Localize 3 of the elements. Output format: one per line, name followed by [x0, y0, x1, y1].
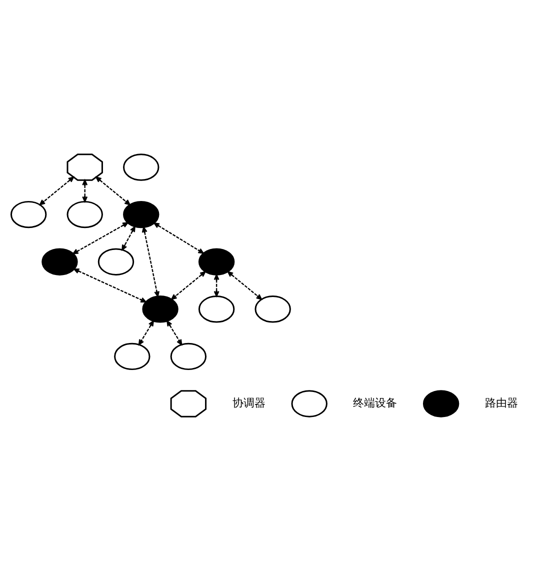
legend-label: 终端设备 — [353, 396, 398, 409]
legend-label: 协调器 — [232, 396, 266, 409]
legend-label: 路由器 — [485, 396, 518, 409]
